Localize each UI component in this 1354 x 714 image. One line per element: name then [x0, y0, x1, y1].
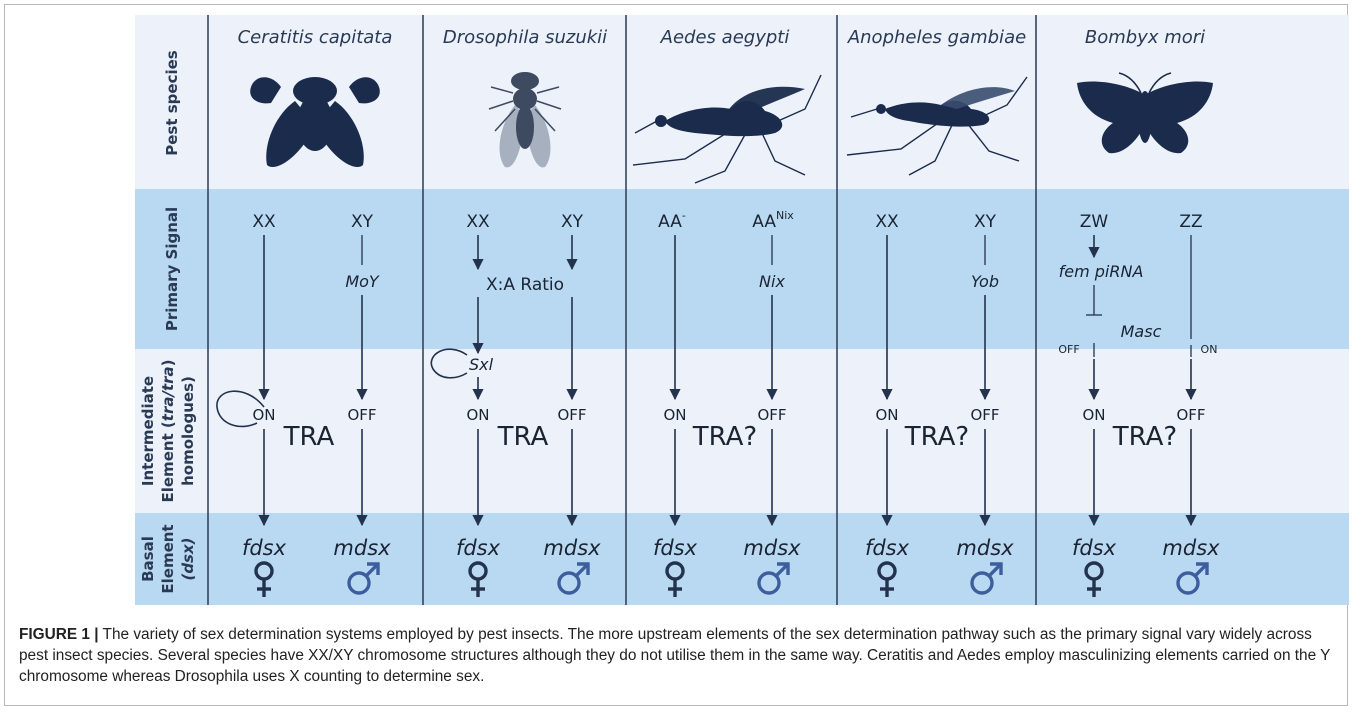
sxl-gene: Sxl: [469, 355, 494, 374]
female-dsx: fdsx: [1072, 536, 1117, 560]
tra-label: TRA: [497, 422, 549, 452]
row-label-intermediate-element: Intermediate Element (tra/tra) homologue…: [139, 359, 197, 502]
signal-base: AA: [752, 212, 776, 232]
species-name: Ceratitis capitata: [238, 27, 393, 48]
primary-signal-right: XY: [974, 212, 997, 232]
tra-label: TRA?: [692, 422, 757, 452]
row-label-basal-line1: Basal: [139, 536, 157, 582]
caption-text: The variety of sex determination systems…: [19, 626, 1330, 685]
male-dsx: mdsx: [333, 536, 391, 560]
male-state: OFF: [347, 406, 376, 424]
row-label-basal-line3: (dsx): [179, 537, 197, 580]
male-state: OFF: [1176, 406, 1205, 424]
row-label-intermediate-line2: Element (tra/tra): [159, 359, 177, 502]
maleness-factor: MoY: [345, 272, 380, 291]
fem-pirna: fem piRNA: [1059, 262, 1144, 281]
primary-signal-right: XY: [351, 212, 374, 232]
row-label-basal-line2: Element: [159, 524, 177, 593]
species-name: Drosophila suzukii: [443, 27, 607, 48]
masc-gene: Masc: [1121, 322, 1162, 341]
primary-signal-right: ZZ: [1179, 212, 1202, 232]
masc-on-state: ON: [1201, 343, 1218, 356]
tra-label: TRA?: [1112, 422, 1177, 452]
male-dsx: mdsx: [543, 536, 601, 560]
species-name: Anopheles gambiae: [847, 27, 1026, 48]
signal-superscript: Nix: [776, 209, 794, 222]
figure-frame: Pest species Primary Signal Intermediate…: [4, 4, 1348, 706]
female-dsx: fdsx: [242, 536, 287, 560]
svg-text:AA-: AA-: [658, 209, 686, 232]
signal-base: AA: [658, 212, 682, 232]
male-state: OFF: [970, 406, 999, 424]
row-label-pest-species: Pest species: [163, 50, 181, 156]
signal-superscript: -: [682, 209, 686, 222]
male-dsx: mdsx: [1162, 536, 1220, 560]
maleness-factor: Nix: [759, 272, 785, 291]
primary-signal-right: XY: [561, 212, 584, 232]
masc-off-state: OFF: [1058, 343, 1079, 356]
tra-label: TRA: [283, 422, 335, 452]
sex-determination-diagram: Pest species Primary Signal Intermediate…: [5, 5, 1349, 615]
primary-signal-left: XX: [875, 212, 899, 232]
male-dsx: mdsx: [743, 536, 801, 560]
species-name: Aedes aegypti: [660, 27, 790, 48]
female-state: ON: [663, 406, 686, 424]
primary-signal-left: ZW: [1080, 212, 1109, 232]
row-label-intermediate-line1: Intermediate: [139, 376, 157, 486]
female-state: ON: [875, 406, 898, 424]
maleness-factor: Yob: [971, 272, 999, 291]
female-state: ON: [252, 406, 275, 424]
female-dsx: fdsx: [653, 536, 698, 560]
row-label-primary-signal: Primary Signal: [163, 207, 181, 331]
primary-signal-left: XX: [466, 212, 490, 232]
female-state: ON: [466, 406, 489, 424]
primary-signal-band: [135, 189, 1349, 349]
caption-label: FIGURE 1 |: [19, 626, 99, 643]
female-dsx: fdsx: [865, 536, 910, 560]
x-a-ratio: X:A Ratio: [486, 275, 564, 295]
row-label-intermediate-line3: homologues): [179, 376, 197, 486]
male-dsx: mdsx: [956, 536, 1014, 560]
female-dsx: fdsx: [456, 536, 501, 560]
figure-caption: FIGURE 1 | The variety of sex determinat…: [19, 624, 1339, 687]
tra-label: TRA?: [904, 422, 969, 452]
female-state: ON: [1082, 406, 1105, 424]
species-name: Bombyx mori: [1085, 27, 1205, 48]
male-state: OFF: [557, 406, 586, 424]
primary-signal-left: XX: [252, 212, 276, 232]
primary-signal-left: AA-: [658, 209, 686, 232]
male-state: OFF: [757, 406, 786, 424]
